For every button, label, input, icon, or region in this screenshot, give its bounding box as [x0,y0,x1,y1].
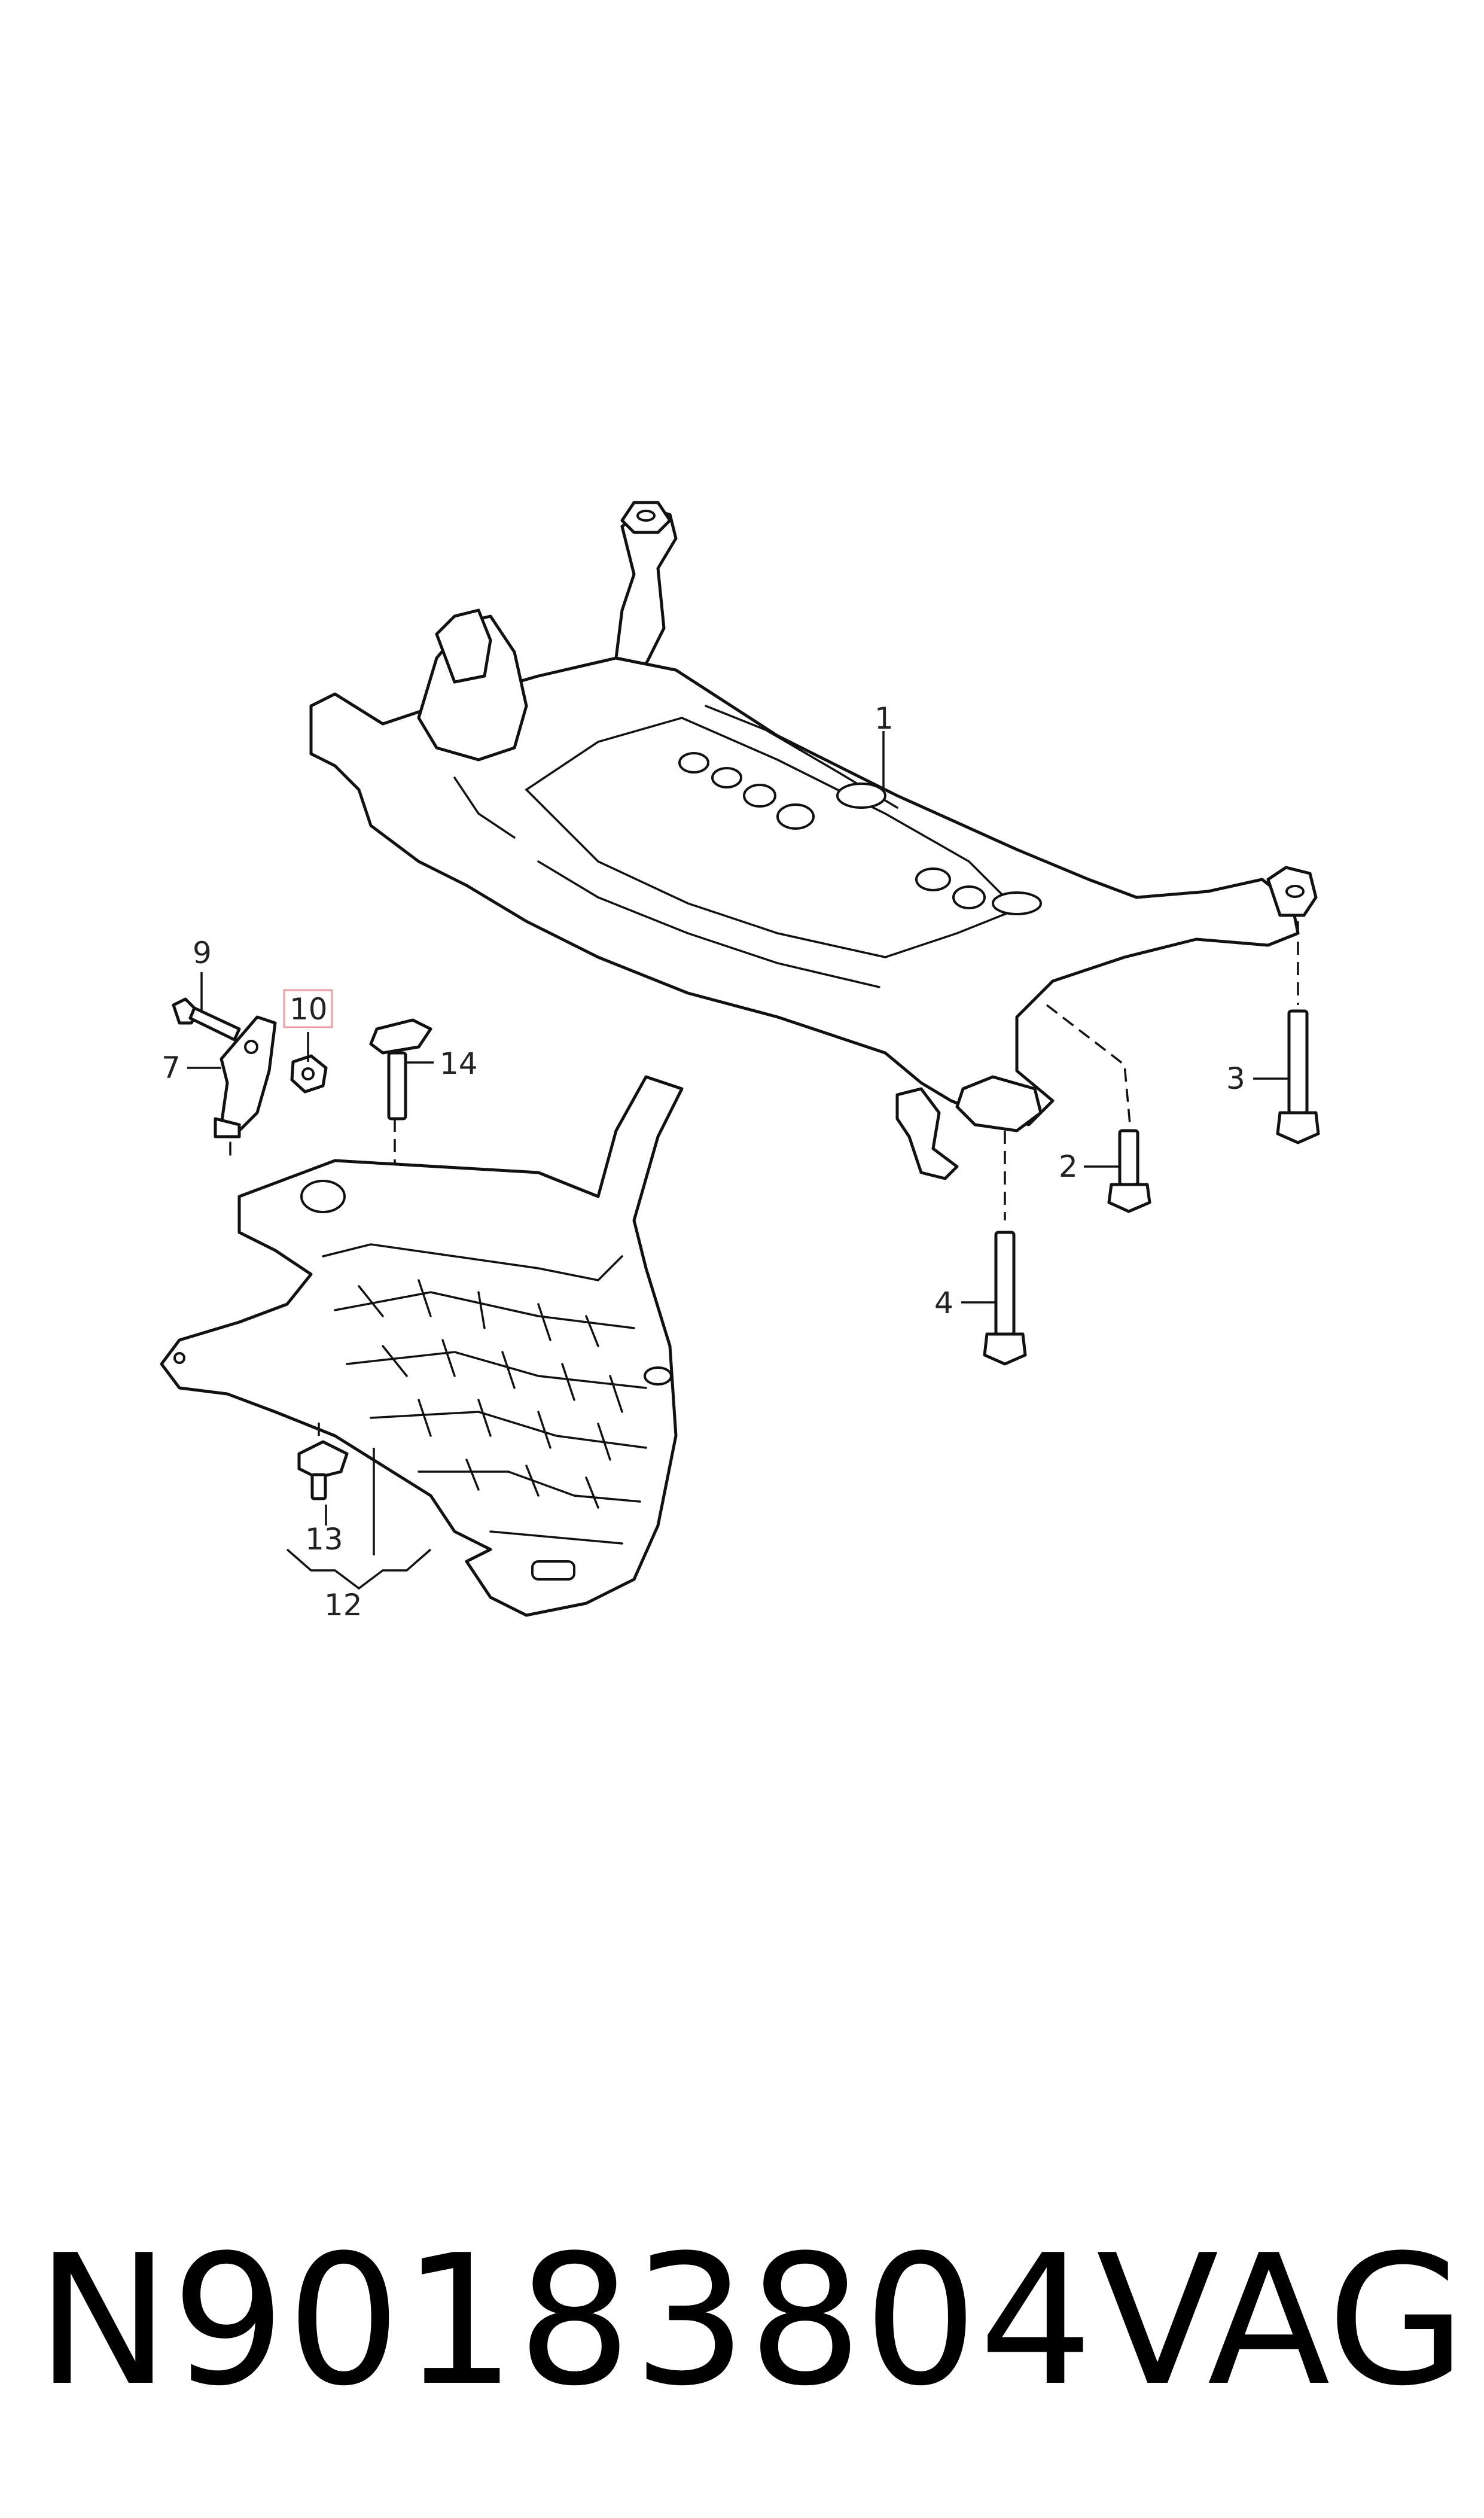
callout-3: 3 [1226,1061,1245,1096]
callout-10: 10 [290,992,328,1027]
part-number: N90183804 [36,2216,1095,2425]
underbody-panel [160,1075,684,1617]
callout-12: 12 [324,1588,362,1622]
callout-10-highlight-box [283,989,333,1028]
callout-7: 7 [161,1051,181,1085]
bolt-9 [172,997,241,1042]
rear-subframe [309,501,1318,1180]
callout-13: 13 [305,1522,343,1557]
bolt-2 [1046,1004,1151,1213]
fastener-13 [297,1418,349,1500]
bolt-4 [983,1131,1027,1366]
callout-1: 1 [874,701,894,736]
callout-4: 4 [934,1286,953,1320]
callout-14: 14 [440,1046,478,1081]
bracket-7 [214,1015,277,1156]
callout-9: 9 [193,936,212,970]
brand-name: VAG [1096,2216,1466,2425]
nut-10 [290,1054,328,1094]
clip-14 [369,1018,432,1173]
caption-bar: N90183804 VAG [0,2231,1484,2411]
leader-lines [187,731,1289,1590]
callout-labels: 1 2 3 4 7 9 10 12 13 14 [161,701,1245,1622]
bolt-3 [1276,921,1320,1144]
callout-2: 2 [1059,1149,1078,1184]
exploded-parts-diagram: 1 2 3 4 7 9 10 12 13 14 [160,501,1320,1622]
